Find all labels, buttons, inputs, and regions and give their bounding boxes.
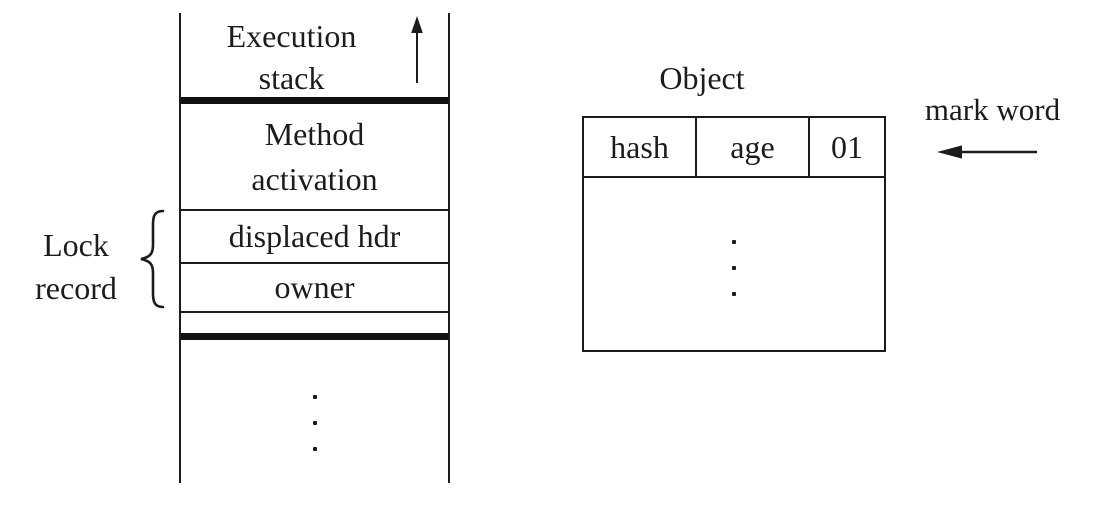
mark-word-row: hash age 01 [584, 118, 884, 178]
object-box: hash age 01 [582, 116, 886, 352]
object-body-ellipsis-icon [584, 178, 884, 350]
execution-stack-label: Execution stack [226, 18, 357, 96]
stack-bottom-thick-divider [181, 333, 448, 340]
stack-vertical-ellipsis-icon [181, 340, 448, 483]
execution-stack: Execution stack Method activation displa… [179, 13, 450, 483]
hash-field: hash [584, 118, 697, 176]
empty-stack-slot [181, 311, 448, 333]
tag-bits-field: 01 [831, 128, 863, 165]
ellipsis-dot [312, 395, 317, 399]
ellipsis-dot [312, 447, 317, 451]
stack-top-thick-divider [181, 97, 448, 104]
ellipsis-dot [732, 266, 736, 270]
object-title: Object [659, 60, 745, 96]
owner-cell: owner [181, 262, 448, 311]
mark-word-left-arrow-icon [937, 145, 1037, 159]
lock-record-brace-icon [140, 209, 165, 309]
age-field: age [697, 118, 810, 176]
displaced-hdr-cell: displaced hdr [181, 209, 448, 262]
ellipsis-dot [312, 421, 317, 425]
method-activation-cell: Method activation [251, 115, 378, 197]
stack-growth-up-arrow-icon [411, 16, 423, 83]
mark-word-label: mark word [924, 92, 1061, 127]
execution-stack-header: Execution stack [181, 13, 448, 97]
ellipsis-dot [732, 292, 736, 296]
ellipsis-dot [732, 240, 736, 244]
lock-record-label: Lock record [35, 227, 117, 306]
